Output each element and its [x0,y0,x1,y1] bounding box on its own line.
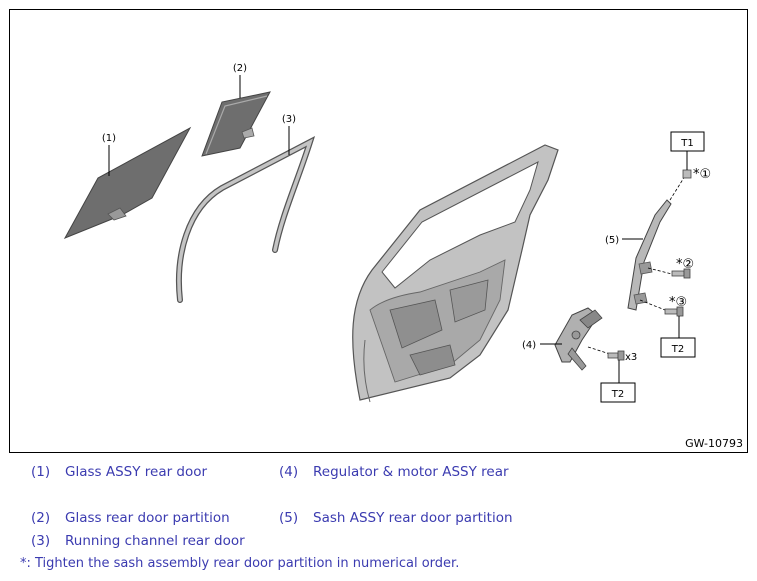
legend-num: (4) [279,464,299,480]
legend-label: Glass ASSY rear door [65,464,208,480]
glass-rear-door-partition [201,91,271,157]
legend-item: (3) Running channel rear door [31,533,245,549]
torque-t2-b: T2 [611,389,624,400]
bolt-3 [664,306,684,317]
regulator-motor-rear [554,307,603,371]
glass-rear-door [63,126,192,239]
tightening-note: *: Tighten the sash assembly rear door p… [20,556,460,571]
t2-box-a [660,337,696,358]
t2-box-b [600,382,636,403]
dashed-line-3 [639,299,666,311]
legend-num: (1) [31,464,51,480]
legend-item: (5) Sash ASSY rear door partition [279,510,513,526]
dashed-line-1 [669,175,686,201]
legend-item: (4) Regulator & motor ASSY rear [279,464,509,480]
legend-label: Regulator & motor ASSY rear [313,464,509,480]
legend-label: Glass rear door partition [65,510,230,526]
exploded-diagram: (1) (2) (3) [9,9,748,453]
legend-item: (1) Glass ASSY rear door [31,464,207,480]
order-mark-3: *③ [669,295,687,310]
callout-3: (3) [282,114,296,125]
sash-rear-door-partition [627,199,672,311]
callout-2: (2) [233,63,247,74]
dashed-line-4 [587,346,611,355]
t1-box [670,131,705,152]
order-mark-2: *② [676,257,694,272]
bolt-2 [671,268,691,279]
torque-t1: T1 [680,138,693,149]
diagram-canvas: (1) (2) (3) [63,63,711,403]
dashed-line-2 [647,267,673,275]
running-channel-rear-door [176,135,316,303]
callout-5: (5) [605,235,619,246]
legend-num: (3) [31,533,51,549]
rear-door-panel [352,144,559,403]
legend-num: (2) [31,510,51,526]
callout-1: (1) [102,133,116,144]
torque-t2-a: T2 [671,344,684,355]
callout-4: (4) [522,340,536,351]
legend-item: (2) Glass rear door partition [31,510,230,526]
figure-id: GW-10793 [685,437,743,450]
legend-label: Sash ASSY rear door partition [313,510,513,526]
bolt-set [607,350,625,361]
order-mark-1: *① [693,167,711,182]
legend-label: Running channel rear door [65,533,245,549]
bolt-quantity: x3 [625,352,637,363]
bolt-1 [682,169,692,179]
legend-num: (5) [279,510,299,526]
